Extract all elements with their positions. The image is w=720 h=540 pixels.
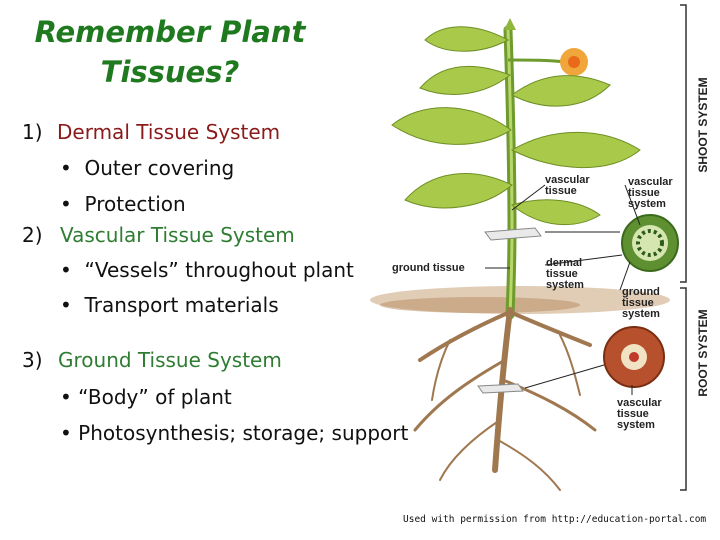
label-dermal-tissue-system: dermal tissue system — [546, 257, 584, 291]
bullet-glyph: • — [60, 421, 72, 445]
bullet-text: “Vessels” throughout plant — [84, 258, 354, 282]
label-ground-tissue-system: ground tissue system — [622, 286, 660, 320]
bullet-vessels: • “Vessels” throughout plant — [60, 258, 354, 282]
bullet-glyph: • — [60, 192, 72, 216]
bullet-glyph: • — [60, 156, 72, 180]
root-slice — [477, 383, 524, 394]
label-vascular-tissue-system-root: vascular tissue system — [617, 397, 662, 431]
bullet-text: “Body” of plant — [78, 385, 232, 409]
label-vascular-tissue: vascular tissue — [545, 174, 590, 197]
bullet-body: • “Body” of plant — [60, 385, 232, 409]
item-label-dermal: Dermal Tissue System — [57, 120, 281, 144]
label-ground-tissue: ground tissue — [392, 262, 465, 274]
bullet-transport: • Transport materials — [60, 293, 279, 317]
bullet-text: Protection — [84, 192, 186, 216]
label-vascular-tissue-system-shoot: vascular tissue system — [628, 176, 673, 210]
pointer-lines — [485, 184, 641, 395]
stem-slice — [484, 227, 542, 241]
bullet-glyph: • — [60, 385, 72, 409]
label-root-system: ROOT SYSTEM — [696, 309, 710, 397]
bullet-text: Transport materials — [84, 293, 279, 317]
credit-text: Used with permission from http://educati… — [403, 514, 707, 525]
root-cross-section — [603, 326, 665, 388]
bullet-text: Outer covering — [84, 156, 235, 180]
roots — [413, 307, 597, 491]
bullet-glyph: • — [60, 293, 72, 317]
item-label-vascular: Vascular Tissue System — [60, 223, 295, 247]
bullet-text: Photosynthesis; storage; support — [78, 421, 409, 445]
item-label-ground: Ground Tissue System — [58, 348, 282, 372]
leaves — [391, 26, 641, 226]
system-brackets — [680, 4, 687, 491]
stem-cross-section — [621, 214, 679, 272]
soil-band — [370, 286, 670, 314]
item-number-3: 3) — [22, 348, 43, 372]
page-title: Remember Plant Tissues? — [34, 15, 306, 89]
stem — [503, 25, 517, 320]
bullet-outer-covering: • Outer covering — [60, 156, 234, 180]
bullet-protection: • Protection — [60, 192, 186, 216]
label-shoot-system: SHOOT SYSTEM — [696, 77, 710, 173]
item-number-2: 2) — [22, 223, 43, 247]
bullet-photosynthesis: • Photosynthesis; storage; support — [60, 421, 408, 445]
item-number-1: 1) — [22, 120, 43, 144]
bullet-glyph: • — [60, 258, 72, 282]
flower — [504, 18, 588, 76]
